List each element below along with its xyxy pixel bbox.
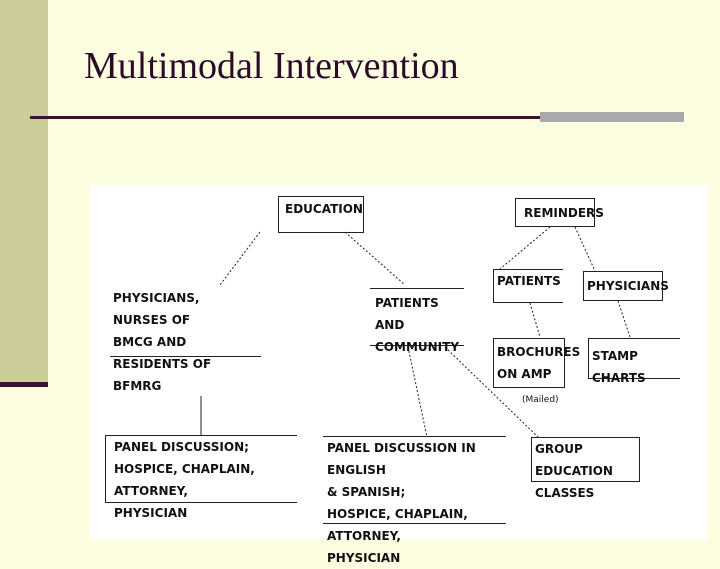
node-group-education: GROUP EDUCATION CLASSES [531,437,640,500]
node-education: EDUCATION [278,196,364,233]
connector-lines [200,226,631,438]
side-accent-band [0,0,48,384]
node-physicians-nurses: PHYSICIANS, NURSES OF BMCG AND RESIDENTS… [110,287,261,393]
node-patients-community: PATIENTS AND COMMUNITY [370,288,464,354]
edge-community-group-education [444,346,539,438]
edge-education-patients-community [344,231,406,286]
edge-community-bilingual-panel [407,346,428,438]
edge-reminders-physicians [574,226,596,272]
node-panel-discussion: PANEL DISCUSSION; HOSPICE, CHAPLAIN, ATT… [105,435,297,520]
node-reminders: REMINDERS [515,198,604,227]
title-underline [30,116,540,119]
note-mailed: (Mailed) [522,395,559,405]
edge-physicians-stamp-charts [617,300,631,338]
node-patients: PATIENTS [493,269,563,303]
side-accent-rule [0,382,48,387]
title-underline-accent [540,112,684,122]
node-panel-discussion-bilingual: PANEL DISCUSSION IN ENGLISH & SPANISH; H… [323,436,506,565]
node-brochures: BROCHURES ON AMP [493,338,580,388]
edge-reminders-patients [499,226,551,270]
edge-education-physicians [219,231,261,286]
node-stamp-charts: STAMP CHARTS [588,338,680,385]
slide-title: Multimodal Intervention [84,45,459,87]
node-physicians: PHYSICIANS [583,271,669,301]
edge-patients-brochures [529,302,541,338]
diagram-canvas: EDUCATION REMINDERS PHYSICIANS, NURSES O… [90,185,708,565]
